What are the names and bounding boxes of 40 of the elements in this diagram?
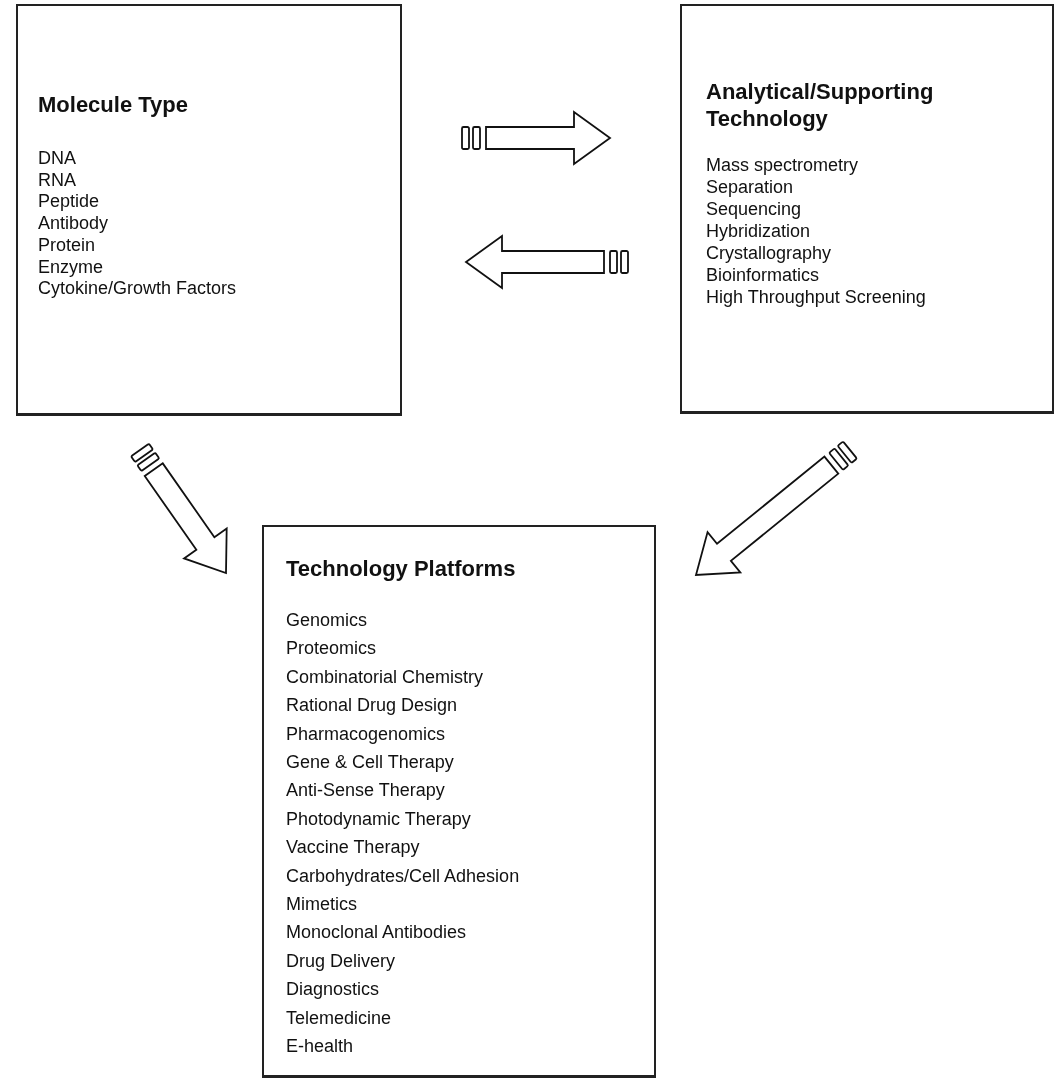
block-arrow: [461, 110, 612, 166]
list-item: Monoclonal Antibodies: [286, 921, 468, 945]
block-arrow: [694, 440, 858, 576]
list-item: Bioinformatics: [706, 264, 821, 286]
list-item: Anti-Sense Therapy: [286, 779, 446, 803]
list-item: Mass spectrometry: [706, 154, 860, 176]
list-item: Proteomics: [286, 637, 378, 661]
list-item: Photodynamic Therapy: [286, 807, 472, 831]
list-item: Hybridization: [706, 220, 812, 242]
list-item: Antibody: [38, 213, 110, 235]
list-item: Rational Drug Design: [286, 694, 459, 718]
list-item: Peptide: [38, 191, 101, 214]
list-item: Sequencing: [706, 198, 803, 220]
list-item: Diagnostics: [286, 978, 381, 1002]
list-item: E-health: [286, 1035, 355, 1059]
list-item: Carbohydrates/Cell Adhesion: [286, 864, 521, 888]
list-item: Genomics: [286, 609, 369, 632]
list-item: Combinatorial Chemistry: [286, 665, 485, 689]
list-item: Vaccine Therapy: [286, 836, 421, 860]
block-arrow: [464, 234, 629, 290]
box-heading: Molecule Type: [38, 91, 189, 118]
list-box: [16, 4, 402, 416]
list-item: Protein: [38, 234, 97, 257]
list-item: Separation: [706, 176, 795, 198]
box-heading: Analytical/Supporting Technology: [706, 78, 935, 132]
list-item: Pharmacogenomics: [286, 722, 447, 746]
list-item: Enzyme: [38, 256, 105, 279]
list-item: Crystallography: [706, 242, 833, 264]
list-box: [262, 525, 656, 1078]
list-item: High Throughput Screening: [706, 286, 927, 308]
list-item: Drug Delivery: [286, 949, 397, 973]
list-item: Telemedicine: [286, 1006, 393, 1030]
box-heading: Technology Platforms: [286, 555, 517, 582]
list-item: Mimetics: [286, 893, 358, 917]
list-item: DNA: [38, 148, 77, 170]
block-arrow: [130, 442, 228, 575]
list-box: [680, 4, 1054, 414]
list-item: RNA: [38, 169, 77, 192]
list-item: Cytokine/Growth Factors: [38, 278, 238, 300]
list-item: Gene & Cell Therapy: [286, 751, 455, 775]
